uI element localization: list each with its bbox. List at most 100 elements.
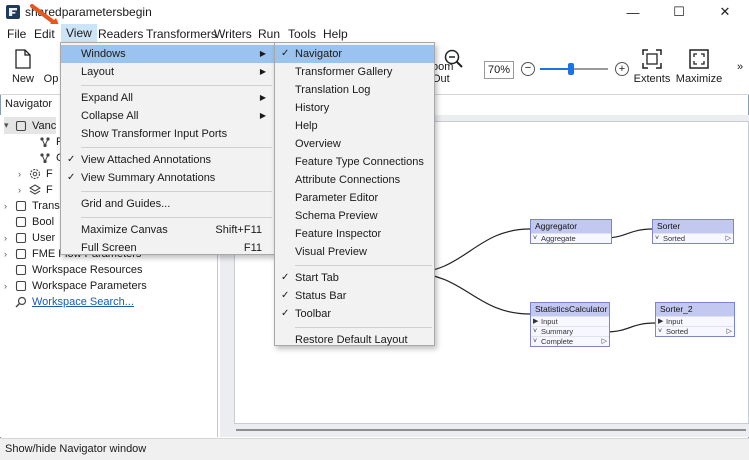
port-complete[interactable]: ˅ Complete ▷ <box>531 336 609 346</box>
maximize-icon <box>689 49 709 69</box>
view-menu-item-collapse-all[interactable]: Collapse All▶ <box>61 107 274 125</box>
port-input[interactable]: ▶ Input <box>656 316 734 326</box>
view-menu-item-grid-and-guides[interactable]: Grid and Guides... <box>61 195 274 213</box>
minimize-button[interactable]: — <box>626 4 640 20</box>
zoom-out-label: oom Out <box>432 61 454 85</box>
port-label: Sorted <box>666 327 689 336</box>
menu-tools[interactable]: Tools <box>288 27 317 41</box>
check-icon: ✓ <box>281 48 290 59</box>
extents-button[interactable]: Extents <box>634 43 670 93</box>
open-label: Op <box>43 73 59 85</box>
port-sorted[interactable]: ˅ Sorted ▷ <box>653 233 733 243</box>
windows-menu-item-navigator[interactable]: ✓ Navigator <box>275 45 434 63</box>
new-button[interactable]: New <box>8 43 38 93</box>
zoom-slider[interactable] <box>540 63 608 75</box>
maximize-canvas-button[interactable]: Maximize <box>676 43 722 93</box>
view-menu-item-layout[interactable]: Layout▶ <box>61 63 274 81</box>
scrollbar-thumb[interactable] <box>236 429 746 431</box>
port-summary[interactable]: ˅ Summary <box>531 326 609 336</box>
navigator-item[interactable]: ›F <box>18 181 53 198</box>
close-button[interactable]: ✕ <box>719 4 731 19</box>
windows-menu-item-help[interactable]: Help <box>275 117 434 135</box>
windows-menu-item-overview[interactable]: Overview <box>275 135 434 153</box>
port-aggregate[interactable]: ˅ Aggregate <box>531 233 611 243</box>
windows-menu-item-transformer-gallery[interactable]: Transformer Gallery <box>275 63 434 81</box>
windows-menu-item-parameter-editor[interactable]: Parameter Editor <box>275 189 434 207</box>
windows-menu-item-schema-preview[interactable]: Schema Preview <box>275 207 434 225</box>
navigator-item[interactable]: C <box>28 149 64 166</box>
open-button[interactable]: Op <box>40 43 62 93</box>
expander-icon[interactable]: ▾ <box>4 120 9 130</box>
view-menu-item-windows[interactable]: Windows▶ <box>61 45 274 63</box>
expander-icon[interactable]: › <box>4 280 7 291</box>
output-port-icon: ▷ <box>601 338 607 345</box>
windows-menu-item-toolbar[interactable]: ✓Toolbar <box>275 305 434 323</box>
flow-icon <box>14 248 28 260</box>
node-sorter[interactable]: Sorter ˅ Sorted ▷ <box>652 219 734 244</box>
view-menu-item-show-transformer-input-ports[interactable]: Show Transformer Input Ports <box>61 125 274 143</box>
expander-icon[interactable]: › <box>4 248 7 259</box>
windows-menu-item-visual-preview[interactable]: Visual Preview <box>275 243 434 261</box>
windows-menu-item-feature-type-connections[interactable]: Feature Type Connections <box>275 153 434 171</box>
menu-shortcut: F11 <box>243 242 262 254</box>
menu-item-label: Parameter Editor <box>295 192 379 204</box>
port-sorted[interactable]: ˅ Sorted ▷ <box>656 326 734 336</box>
toolbar-overflow-button[interactable]: » <box>737 61 744 73</box>
zoom-plus-button[interactable]: + <box>615 62 629 76</box>
view-menu-item-view-attached-annotations[interactable]: ✓View Attached Annotations <box>61 151 274 169</box>
navigator-item[interactable]: ▾Vanc <box>4 117 57 134</box>
navigator-item[interactable]: F <box>28 133 63 150</box>
view-menu-item-expand-all[interactable]: Expand All▶ <box>61 89 274 107</box>
expander-icon[interactable]: › <box>18 168 21 179</box>
port-label: Aggregate <box>541 234 576 243</box>
menu-readers[interactable]: Readers <box>98 27 144 41</box>
navigator-item[interactable]: Workspace Search... <box>4 293 134 310</box>
navigator-item[interactable]: Bool <box>4 213 54 230</box>
zoom-slider-thumb[interactable] <box>567 63 574 75</box>
menu-item-label: Toolbar <box>295 308 332 320</box>
windows-menu-item-attribute-connections[interactable]: Attribute Connections <box>275 171 434 189</box>
windows-menu-item-translation-log[interactable]: Translation Log <box>275 81 434 99</box>
navigator-item[interactable]: ›Trans <box>4 197 60 214</box>
menu-item-label: History <box>295 102 330 114</box>
windows-menu-item-feature-inspector[interactable]: Feature Inspector <box>275 225 434 243</box>
menu-view[interactable]: View <box>61 24 97 43</box>
menu-edit[interactable]: Edit <box>34 27 55 41</box>
zoom-level-field[interactable]: 70% <box>484 61 514 79</box>
menu-transformers[interactable]: Transformers <box>146 27 217 41</box>
expander-icon[interactable]: › <box>18 184 21 195</box>
menu-item-label: Navigator <box>295 48 343 60</box>
menu-item-label: Visual Preview <box>295 246 367 258</box>
windows-menu-item-start-tab[interactable]: ✓Start Tab <box>275 269 434 287</box>
menu-file[interactable]: File <box>7 27 27 41</box>
navigator-item[interactable]: ›User <box>4 229 55 246</box>
menu-separator <box>295 265 432 266</box>
port-input[interactable]: ▶ Input <box>531 316 609 326</box>
menu-writers[interactable]: Writers <box>214 27 252 41</box>
view-menu-item-view-summary-annotations[interactable]: ✓View Summary Annotations <box>61 169 274 187</box>
windows-menu-item-status-bar[interactable]: ✓Status Bar <box>275 287 434 305</box>
menu-run[interactable]: Run <box>258 27 281 41</box>
node-aggregator[interactable]: Aggregator ˅ Aggregate <box>530 219 612 244</box>
maximize-button[interactable]: ☐ <box>673 4 685 19</box>
windows-menu-item-history[interactable]: History <box>275 99 434 117</box>
menu-help[interactable]: Help <box>323 27 348 41</box>
node-sorter-2[interactable]: Sorter_2 ▶ Input ˅ Sorted ▷ <box>655 302 735 337</box>
navigator-item[interactable]: ›F <box>18 165 53 182</box>
expander-icon[interactable]: › <box>4 200 7 211</box>
menu-item-label: Grid and Guides... <box>81 198 171 210</box>
expander-icon[interactable]: › <box>4 232 7 243</box>
navigator-item[interactable]: Workspace Resources <box>4 261 142 278</box>
zoom-minus-button[interactable]: − <box>521 62 535 76</box>
node-statistics-calculator[interactable]: StatisticsCalculator ▶ Input ˅ Summary ˅… <box>530 302 610 347</box>
status-bar: Show/hide Navigator window <box>0 438 749 460</box>
menu-separator <box>81 85 272 86</box>
windows-menu-item-restore-default-layout[interactable]: Restore Default Layout <box>275 331 434 349</box>
zoom-out-button[interactable]: oom Out <box>432 43 474 93</box>
canvas-horizontal-scrollbar[interactable] <box>234 426 749 435</box>
navigator-item[interactable]: ›Workspace Parameters <box>4 277 147 294</box>
menu-item-label: Show Transformer Input Ports <box>81 128 228 140</box>
